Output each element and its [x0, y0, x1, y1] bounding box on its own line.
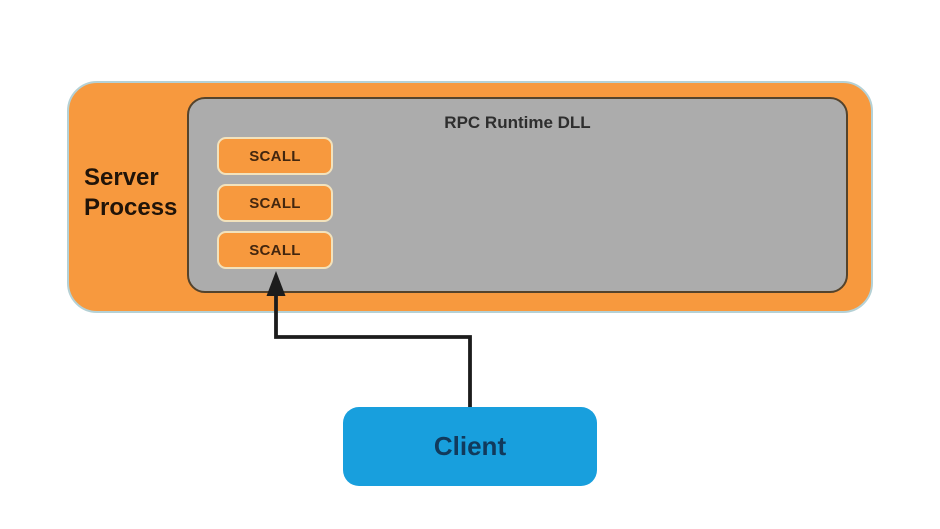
scall-stack: SCALL SCALL SCALL [217, 137, 333, 269]
scall-box-2: SCALL [217, 184, 333, 222]
rpc-runtime-dll-box: RPC Runtime DLL SCALL SCALL SCALL [187, 97, 848, 293]
client-box: Client [343, 407, 597, 486]
client-label: Client [433, 431, 507, 461]
server-process-box: Server Process RPC Runtime DLL SCALL SCA… [67, 81, 873, 313]
scall-box-3: SCALL [217, 231, 333, 269]
rpc-runtime-dll-label: RPC Runtime DLL [444, 113, 591, 132]
server-process-label: Server Process [84, 164, 178, 221]
scall-box-1: SCALL [217, 137, 333, 175]
